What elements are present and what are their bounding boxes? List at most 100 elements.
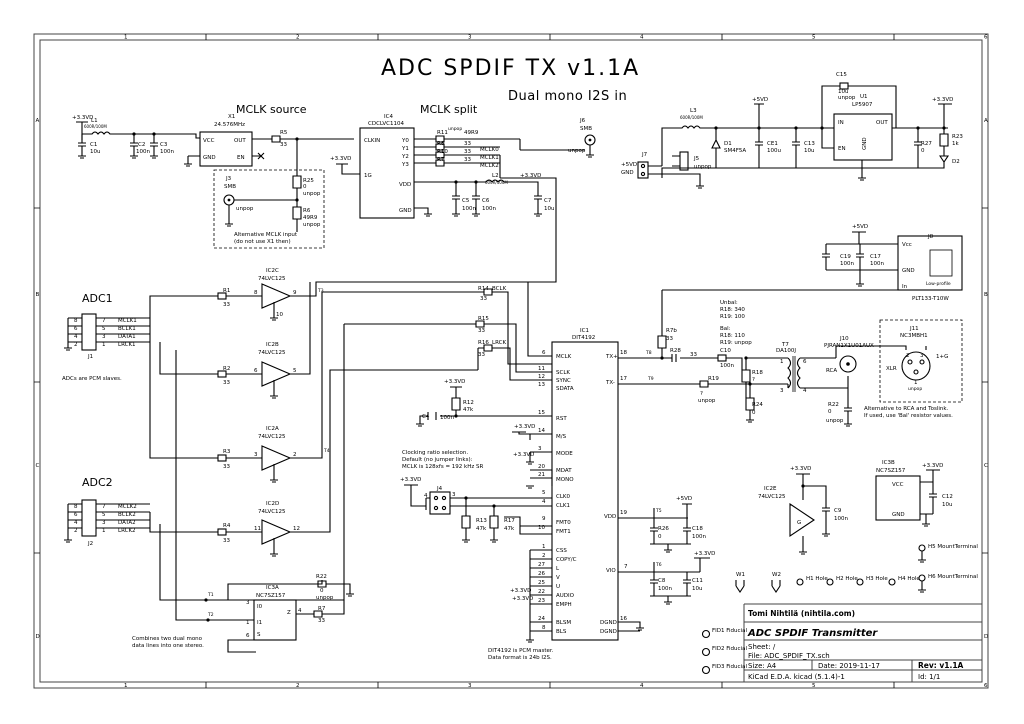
c7-ref: C7	[544, 198, 552, 204]
j11-ref: J11	[909, 326, 919, 332]
j3-ref: J3	[225, 176, 232, 182]
net-label-mclk1: MCLK1	[118, 318, 137, 324]
pin-num: 5	[102, 512, 106, 518]
pin-num: 2	[74, 342, 78, 348]
row-label: C	[984, 463, 988, 469]
r3-value: 33	[223, 464, 230, 470]
v33-near-audio: +3.3VD	[510, 588, 531, 594]
j8-note: Low-profile	[926, 281, 951, 287]
pin-num: 3	[102, 334, 106, 340]
ic4-pin: Y1	[401, 146, 409, 152]
pin-num: 2	[906, 353, 910, 359]
u1-ref: U1	[860, 94, 868, 100]
ic3a-value: NC7SZ157	[256, 593, 286, 599]
c4-value: 100n	[440, 415, 454, 421]
unpop-label: unpop	[838, 95, 856, 101]
d1-value: SM4F5A	[724, 148, 746, 154]
row-label: D	[984, 634, 988, 640]
c17-ref: C17	[870, 254, 881, 260]
reset-network: +3.3VD R12 47k C4 100n +3.3VD	[416, 379, 535, 435]
pin-num: 23	[538, 598, 545, 604]
r13-ref: R13	[476, 518, 487, 524]
combine-note-2: data lines into one stereo.	[132, 643, 204, 649]
ic3a-pin: S	[257, 632, 261, 638]
ic1-input-resistors: R14 33 BCLK R15 33 R16 33 LRCK	[296, 286, 552, 601]
r28-ref: R7b	[666, 328, 677, 334]
c13-ref: C13	[804, 141, 815, 147]
j10-ref: J10	[839, 336, 849, 342]
ic2a-value: 74LVC125	[258, 434, 286, 440]
pin-num: 8	[542, 625, 546, 631]
ic1-pin: CLK1	[556, 503, 570, 509]
pin-num: 2	[293, 452, 297, 458]
power-label: +3.3VD	[922, 463, 943, 469]
alt-mclk-note-2: (do not use X1 then)	[234, 239, 291, 245]
alt-mclk-dashed-box	[213, 169, 325, 249]
l2-ref: L2	[492, 173, 499, 179]
j5-box	[679, 151, 689, 171]
misc-label: FID3 Fiducial	[712, 664, 747, 670]
pin-num: G	[797, 520, 801, 526]
xlr-dashed-box	[879, 319, 963, 403]
u1-value: LP5907	[852, 102, 873, 108]
r27-ref: C15	[836, 72, 847, 78]
c11-ref: C18	[692, 526, 703, 532]
power-label: +3.3VD	[514, 424, 535, 430]
j5-ref: J5	[693, 156, 700, 162]
ce1-ref: CE1	[767, 141, 778, 147]
net-label-mclk2: MCLK2	[118, 504, 137, 510]
pin-num: 4	[298, 608, 302, 614]
combine-note-1: Combines two dual mono	[132, 636, 203, 642]
ic1-pin: L	[556, 566, 560, 572]
col-label: 6	[984, 35, 988, 41]
c12-ref: C11	[692, 578, 703, 584]
ic4-pin: Y0	[401, 138, 409, 144]
pin-num: 24	[538, 616, 545, 622]
c5-ref: C5	[462, 198, 470, 204]
r7b-ref: R7	[318, 606, 326, 612]
ic1-pin: TX+	[605, 354, 618, 360]
net-label-gnd: GND	[621, 170, 634, 176]
test-point: T9	[647, 376, 654, 382]
net-label-bclk: BCLK	[492, 286, 507, 292]
ic3b-value: NC7SZ157	[876, 468, 906, 474]
row-label: A	[984, 118, 988, 124]
ic1-pin: U	[556, 584, 560, 590]
ic2e-value: 74LVC125	[758, 494, 786, 500]
r2-ref: R2	[223, 366, 230, 372]
ic4-pin: Y2	[401, 154, 409, 160]
ic1-pin: M/S	[556, 434, 567, 440]
j11-label: XLR	[886, 366, 897, 372]
l1-value: 600R/100M	[84, 124, 107, 129]
sheet-outer-border	[33, 33, 989, 689]
r8-value: 33	[464, 141, 471, 147]
title-block-date: Date: 2019-11-17	[818, 662, 880, 670]
c15-ref: R27	[921, 141, 932, 147]
c4-ref: C4	[422, 414, 430, 420]
pin-num: 7	[102, 504, 106, 510]
pin-num: 15	[538, 410, 545, 416]
r17-ref: R17	[504, 518, 515, 524]
c18-value: 0	[828, 409, 832, 415]
power-label: +3.3VD	[520, 173, 541, 179]
r18-value: 100n	[720, 363, 734, 369]
c18-ref: R22	[828, 402, 839, 408]
net-label-bclk1: BCLK1	[118, 326, 136, 332]
ic3a-pin: Z	[287, 610, 291, 616]
sheet-subtitle: Dual mono I2S in	[508, 89, 627, 104]
d1-ref: D1	[724, 141, 732, 147]
title-block: Tomi Nihtilä (nihtila.com) ADC SPDIF Tra…	[743, 603, 982, 682]
row-labels: A B C D A B C D	[34, 118, 988, 640]
power-label: +3.3VD	[72, 115, 93, 121]
u1-pin: GND	[862, 137, 868, 150]
ic1-pin: SCLK	[556, 370, 570, 376]
c9-value: 100n	[658, 586, 672, 592]
ic1-value: DIT4192	[572, 335, 595, 341]
r23-value: 1k	[952, 141, 959, 147]
alt-rca-note-2: If used, use 'Bal' resistor values.	[864, 413, 953, 419]
j7-ref: J7	[641, 152, 648, 158]
ic1-pin: VIO	[606, 568, 616, 574]
u1-pin: OUT	[876, 120, 888, 126]
title-block-title: ADC SPDIF Transmitter	[747, 628, 878, 639]
test-point: T1	[207, 592, 214, 598]
